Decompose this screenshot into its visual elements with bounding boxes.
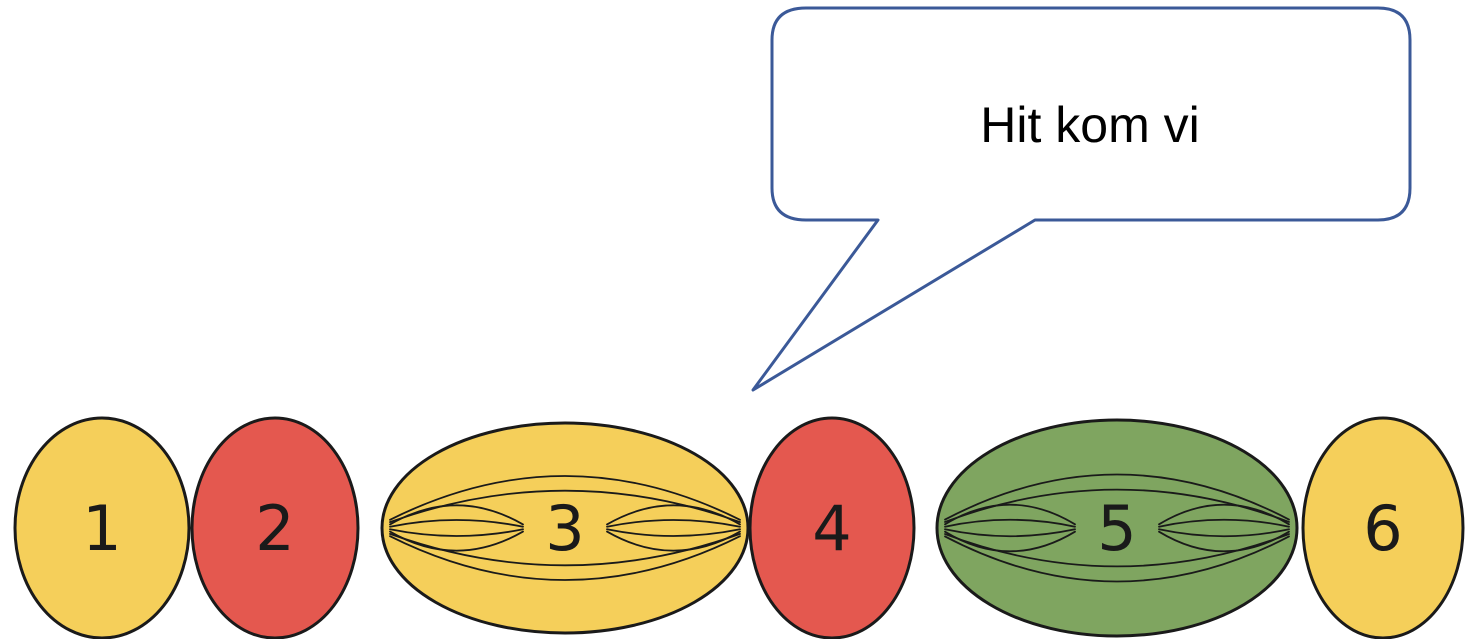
segment-stripe [606, 504, 741, 526]
segment-stripe [606, 528, 741, 537]
segment-shape [13, 416, 191, 639]
segment-stripe [944, 503, 1076, 526]
segment-stripe [944, 473, 1290, 521]
segment-stripe [389, 535, 741, 581]
segment-shape [935, 418, 1299, 638]
segment-stripe [1158, 518, 1290, 528]
segment-stripe [606, 519, 741, 528]
segment-shape [748, 416, 916, 639]
segment-number: 6 [1363, 492, 1402, 565]
segment-stripe [1158, 528, 1290, 538]
segment-stripe [944, 535, 1290, 583]
segment-shape [190, 416, 360, 639]
segment-stripe [389, 519, 524, 528]
segment-number: 4 [812, 492, 851, 565]
segment-number: 5 [1097, 492, 1136, 565]
segment-5: 5 [935, 418, 1299, 638]
segment-stripe [944, 528, 1076, 538]
segment-2: 2 [190, 416, 360, 639]
callout-text: Hit kom vi [980, 97, 1199, 153]
segment-number: 2 [255, 492, 294, 565]
callout: Hit kom vi [751, 6, 1412, 392]
segment-chain: 1 2 3 4 5 6 [13, 416, 1465, 639]
segment-number: 1 [82, 492, 121, 565]
segment-1: 1 [13, 416, 191, 639]
segment-stripe [389, 504, 524, 526]
segment-stripe [1158, 503, 1290, 526]
segment-stripe [389, 528, 524, 537]
segment-stripe [389, 475, 741, 521]
callout-bubble [751, 6, 1412, 392]
segment-4: 4 [748, 416, 916, 639]
segment-number: 3 [545, 492, 584, 565]
segment-stripe [389, 532, 741, 567]
segment-stripe [944, 533, 1290, 568]
segment-stripe [944, 518, 1076, 528]
segment-6: 6 [1301, 416, 1465, 639]
segment-shape [1301, 416, 1465, 639]
segment-3: 3 [380, 421, 750, 635]
segment-shape [380, 421, 750, 635]
